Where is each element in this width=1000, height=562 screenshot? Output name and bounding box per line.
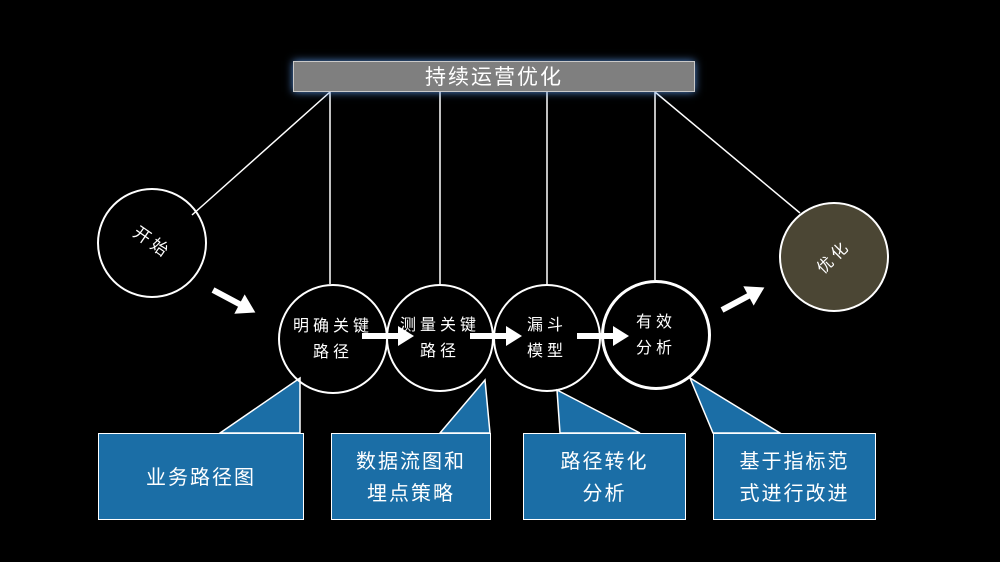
callout-path-conversion: 路径转化分析 — [523, 433, 686, 520]
step-2-line-1: 测量关键 — [399, 315, 480, 334]
step-3-line-1: 漏斗 — [526, 315, 567, 334]
string-end — [654, 91, 801, 214]
callout-1-line-1: 业务路径图 — [146, 464, 256, 489]
step-2-line-2: 路径 — [419, 341, 460, 360]
callout-3-line-2: 分析 — [582, 480, 627, 505]
callout-4-line-2: 式进行改进 — [739, 480, 850, 505]
callout-4-line-1: 基于指标范 — [739, 448, 850, 473]
step-3-line-2: 模型 — [526, 341, 567, 360]
callout-pointers — [217, 376, 783, 434]
continuous-optimization-banner: 持续运营优化 — [293, 61, 695, 92]
pointer-1 — [217, 376, 301, 434]
step-1-line-1: 明确关键 — [292, 316, 373, 335]
step-4-line-2: 分析 — [635, 338, 676, 357]
callout-metric-improvement: 基于指标范式进行改进 — [713, 433, 876, 520]
start-circle: 开始 — [97, 188, 207, 298]
callout-2-line-2: 埋点策略 — [367, 480, 455, 505]
step-circle-4: 有效分析 — [601, 280, 711, 390]
arrow-end — [720, 286, 765, 313]
callout-3-line-1: 路径转化 — [560, 448, 649, 473]
arrow-start — [211, 287, 256, 314]
callout-data-flow: 数据流图和埋点策略 — [331, 433, 491, 520]
start-label: 开始 — [129, 222, 175, 264]
pendulum-strings — [191, 91, 801, 284]
string-start — [191, 91, 331, 216]
pointer-3 — [556, 388, 641, 434]
callout-2-line-1: 数据流图和 — [356, 448, 466, 473]
step-circle-2: 测量关键路径 — [386, 284, 494, 392]
callout-business-path: 业务路径图 — [98, 433, 304, 520]
pointer-4 — [688, 376, 783, 434]
step-circle-1: 明确关键路径 — [278, 284, 388, 394]
step-4-line-1: 有效 — [635, 312, 676, 331]
optimize-label: 优化 — [812, 235, 855, 278]
step-1-line-2: 路径 — [312, 342, 353, 361]
step-circle-3: 漏斗模型 — [493, 284, 601, 392]
optimize-circle: 优化 — [779, 202, 889, 312]
